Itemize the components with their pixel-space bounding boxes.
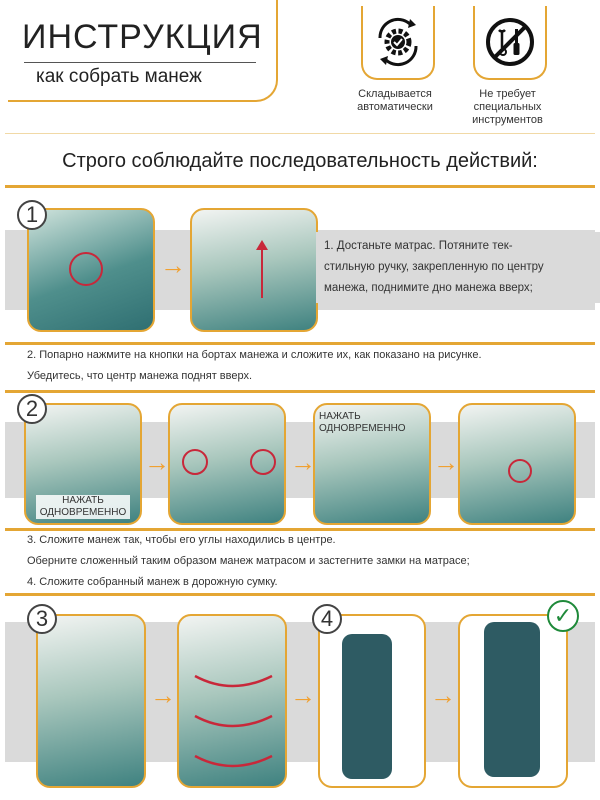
travel-bag: [342, 634, 392, 779]
instruction-line: 2. Попарно нажмите на кнопки на бортах м…: [27, 349, 482, 361]
highlight-circle: [250, 449, 276, 475]
step1-instructions: 1. Достаньте матрас. Потяните тек- стиль…: [316, 232, 600, 303]
arrow-right-icon: →: [160, 250, 186, 280]
instruction-line: Оберните сложенный таким образом манеж м…: [27, 555, 470, 567]
title-divider: [24, 62, 256, 63]
feature-no-tools-label: Не требует специальных инструментов: [450, 88, 565, 127]
check-complete-icon: ✓: [547, 600, 579, 632]
step3-photo-wrap-mattress: [177, 614, 287, 788]
headline-divider: [5, 185, 595, 188]
arrow-right-icon: →: [430, 680, 456, 710]
step2-divider-top: [5, 342, 595, 345]
title-frame: [8, 0, 278, 102]
step3-photo-fold-corners: [36, 614, 146, 788]
step-number-3: 3: [27, 604, 57, 634]
overlay-line: ОДНОВРЕМЕННО: [39, 507, 127, 518]
feature-label-line: Не требует: [479, 88, 536, 100]
gear-rotate-check-icon: [378, 17, 418, 67]
highlight-circle: [182, 449, 208, 475]
sequence-headline: Строго соблюдайте последовательность дей…: [62, 150, 538, 172]
step1-photo-pull-handle: [27, 208, 155, 332]
step2-instructions: 2. Попарно нажмите на кнопки на бортах м…: [27, 345, 597, 387]
instruction-line: 1. Достаньте матрас. Потяните тек-: [324, 240, 513, 252]
highlight-circle: [69, 252, 103, 286]
step2-photo-collapse: [458, 403, 576, 525]
instruction-line: 3. Сложите манеж так, чтобы его углы нах…: [27, 534, 336, 546]
instruction-line: стильную ручку, закрепленную по центру: [324, 261, 544, 273]
step2-photo-fold-sides: [168, 403, 286, 525]
travel-bag: [484, 622, 540, 777]
step3-divider-bottom: [5, 593, 595, 596]
arrow-right-icon: →: [144, 447, 170, 477]
press-simultaneously-label: НАЖАТЬ ОДНОВРЕМЕННО: [319, 411, 406, 435]
step4-photo-finished-bag: [458, 614, 568, 788]
overlay-line: НАЖАТЬ: [62, 495, 104, 506]
overlay-line: НАЖАТЬ: [319, 411, 361, 422]
press-simultaneously-label: НАЖАТЬ ОДНОВРЕМЕННО: [36, 495, 130, 519]
arrow-right-icon: →: [150, 680, 176, 710]
step2-photo-press-buttons: НАЖАТЬ ОДНОВРЕМЕННО: [24, 403, 142, 525]
step2-photo-press-center: НАЖАТЬ ОДНОВРЕМЕННО: [313, 403, 431, 525]
instruction-line: манежа, поднимите дно манежа вверх;: [324, 282, 533, 294]
step4-photo-pack-bag: [318, 614, 426, 788]
feature-auto-fold-badge: [361, 6, 435, 80]
wrap-arrows-icon: [194, 674, 273, 768]
arrow-right-icon: →: [290, 447, 316, 477]
instruction-line: Убедитесь, что центр манежа поднят вверх…: [27, 370, 253, 382]
overlay-line: ОДНОВРЕМЕННО: [319, 423, 406, 434]
step1-photo-raise-floor: [190, 208, 318, 332]
feature-label-line: Складывается: [358, 88, 432, 100]
feature-label-line: инструментов: [472, 114, 543, 126]
header-divider: [5, 133, 595, 134]
step-number-1: 1: [17, 200, 47, 230]
arrow-right-icon: →: [290, 680, 316, 710]
feature-no-tools-badge: [473, 6, 547, 80]
page-subtitle: как собрать манеж: [36, 66, 202, 87]
feature-label-line: автоматически: [357, 101, 433, 113]
up-arrow-icon: [256, 240, 268, 298]
feature-auto-fold-label: Складывается автоматически: [340, 88, 450, 114]
instruction-line: 4. Сложите собранный манеж в дорожную су…: [27, 576, 278, 588]
step-number-2: 2: [17, 394, 47, 424]
arrow-right-icon: →: [433, 447, 459, 477]
no-tools-icon: [486, 18, 534, 66]
step2-divider-bottom: [5, 390, 595, 393]
step3-instructions: 3. Сложите манеж так, чтобы его углы нах…: [27, 530, 597, 593]
step3-divider-top: [5, 528, 595, 531]
feature-label-line: специальных: [473, 101, 542, 113]
page-title: ИНСТРУКЦИЯ: [22, 18, 263, 56]
highlight-circle: [508, 459, 532, 483]
step-number-4: 4: [312, 604, 342, 634]
